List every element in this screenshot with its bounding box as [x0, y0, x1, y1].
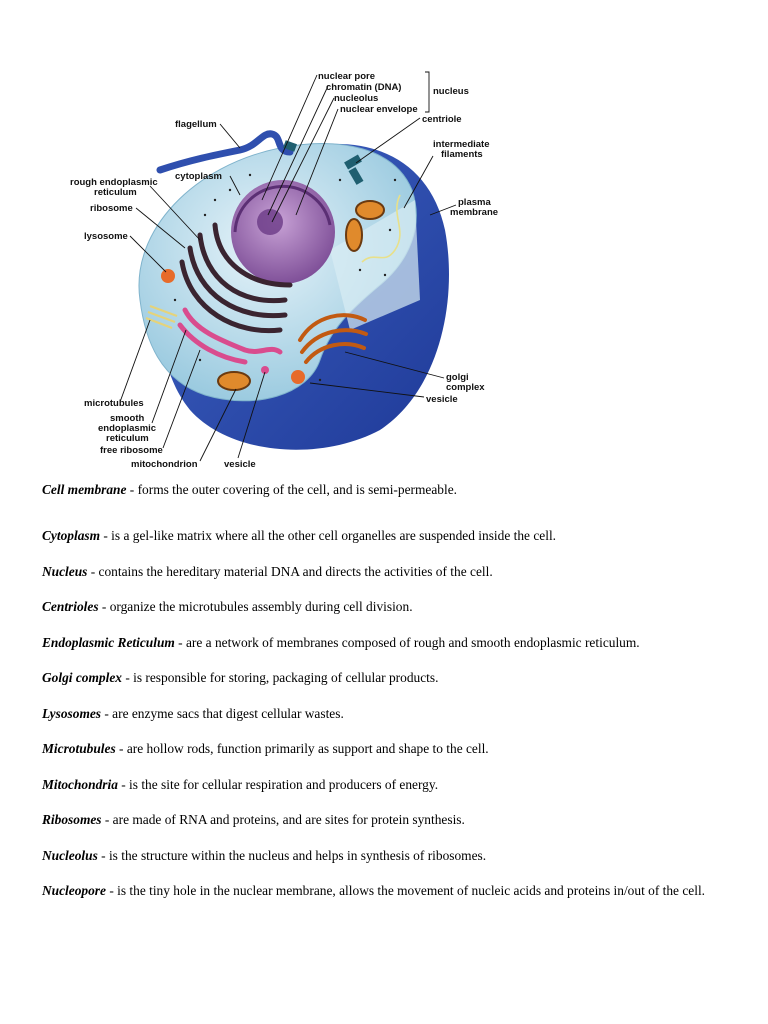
label-microtubules: microtubules: [84, 398, 144, 409]
label-golgi-2: complex: [446, 382, 485, 393]
lysosome: [161, 269, 175, 283]
definition-microtubules: Microtubules - are hollow rods, function…: [42, 741, 489, 756]
label-plasma-membrane: plasma: [458, 197, 491, 208]
vesicle: [291, 370, 305, 384]
definitions-list: Cell membrane - forms the outer covering…: [42, 481, 732, 918]
cut-plane: [330, 200, 420, 330]
definition-centrioles: Centrioles - organize the microtubules a…: [42, 599, 413, 614]
vesicle: [261, 366, 269, 374]
label-lysosome: lysosome: [84, 231, 128, 242]
definition-nucleus: Nucleus - contains the hereditary materi…: [42, 563, 493, 579]
nucleolus: [257, 209, 283, 235]
label-vesicle-right: vesicle: [426, 394, 458, 405]
definition-nucleolus: Nucleolus - is the structure within the …: [42, 847, 487, 863]
label-intermediate-filaments: intermediate: [433, 139, 490, 150]
label-intermediate-filaments-2: filaments: [441, 149, 483, 160]
ribosomes: [173, 173, 397, 382]
label-chromatin: chromatin (DNA): [326, 82, 401, 93]
definition-nucleopore: Nucleopore - is the tiny hole in the nuc…: [42, 883, 706, 898]
microtubules: [145, 304, 178, 330]
intermediate-filaments: [361, 194, 401, 263]
definition-cytoplasm: Cytoplasm - is a gel-like matrix where a…: [42, 528, 557, 543]
label-smooth-er: smooth: [110, 413, 145, 424]
label-vesicle-bottom: vesicle: [224, 459, 256, 470]
definition-golgi-complex: Golgi complex - is responsible for stori…: [42, 670, 439, 685]
definition-ribosomes: Ribosomes - are made of RNA and proteins…: [42, 812, 465, 827]
smooth-er: [177, 307, 283, 365]
label-cytoplasm: cytoplasm: [175, 171, 222, 182]
label-ribosome: ribosome: [90, 203, 133, 214]
label-nucleolus: nucleolus: [334, 93, 378, 104]
label-free-ribosome: free ribosome: [100, 445, 163, 456]
centriole: [282, 140, 364, 185]
mitochondria: [217, 200, 385, 391]
label-nucleus: nucleus: [433, 86, 469, 97]
label-smooth-er-2: endoplasmic: [98, 423, 156, 434]
rough-er: [179, 222, 293, 334]
label-nuclear-pore: nuclear pore: [318, 71, 375, 82]
label-flagellum: flagellum: [175, 119, 217, 130]
definition-endoplasmic-reticulum: Endoplasmic Reticulum - are a network of…: [42, 634, 640, 650]
animal-cell-diagram: nuclear pore chromatin (DNA) nucleolus n…: [70, 71, 498, 470]
label-leader-lines: [119, 71, 457, 462]
definition-lysosomes: Lysosomes - are enzyme sacs that digest …: [42, 705, 344, 721]
label-rough-er: rough endoplasmic: [70, 177, 158, 188]
label-plasma-membrane-2: membrane: [450, 207, 498, 218]
definition-mitochondria: Mitochondria - is the site for cellular …: [42, 776, 439, 792]
label-mitochondrion: mitochondrion: [131, 459, 198, 470]
label-centriole: centriole: [422, 114, 462, 125]
label-nuclear-envelope: nuclear envelope: [340, 104, 418, 115]
nucleus: [231, 180, 335, 284]
label-smooth-er-3: reticulum: [106, 433, 149, 444]
golgi-complex: [298, 313, 368, 364]
flagellum: [156, 130, 294, 174]
label-golgi: golgi: [446, 372, 469, 383]
definition-cell-membrane: Cell membrane - forms the outer covering…: [42, 482, 457, 497]
label-rough-er-2: reticulum: [94, 187, 137, 198]
